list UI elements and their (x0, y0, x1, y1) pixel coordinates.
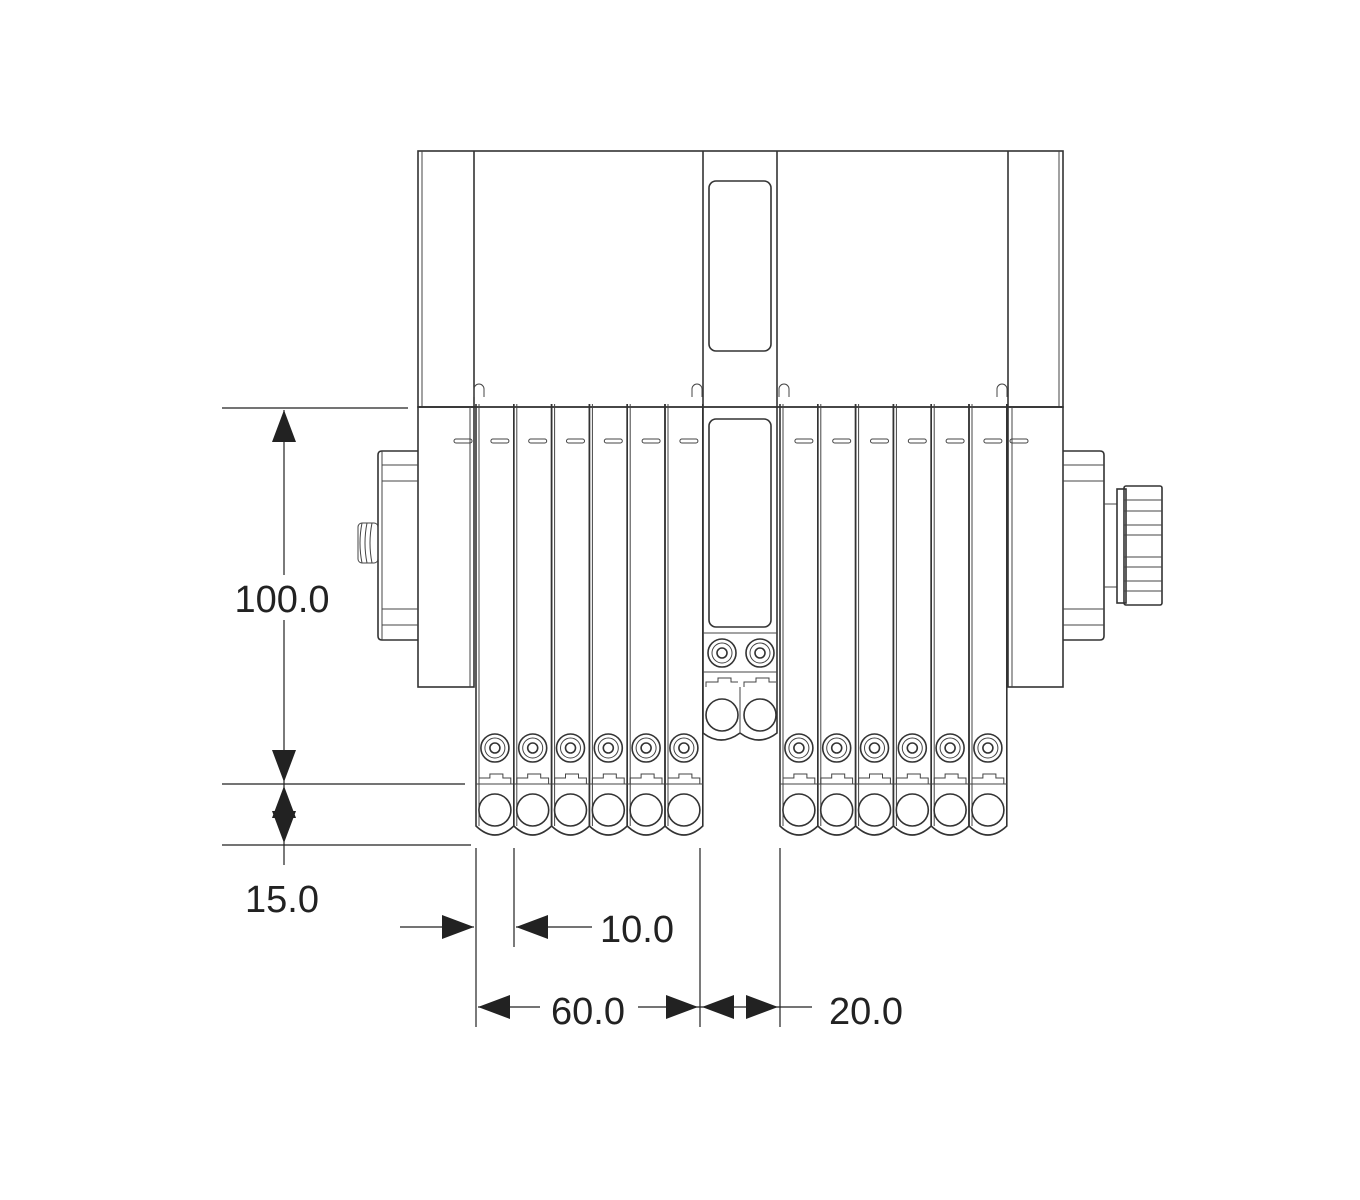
screw-icon (745, 638, 775, 668)
knob-icon (1116, 485, 1163, 606)
screw-icon (593, 733, 624, 763)
terminal-module (588, 404, 628, 836)
dimension-module-pitch: 10.0 (600, 909, 674, 951)
screw-icon (821, 733, 852, 763)
screw-icon (897, 733, 928, 763)
terminal-module (664, 404, 704, 836)
wire-port-icon (705, 698, 739, 732)
screw-icon (480, 733, 510, 763)
dimension-height-terminal: 15.0 (245, 879, 319, 921)
arrow-left-icon (702, 995, 734, 1019)
wire-port-icon (782, 793, 816, 827)
center-module (702, 407, 778, 741)
dimension-lines (222, 407, 812, 1027)
screw-icon (784, 733, 814, 763)
lower-window (708, 418, 772, 628)
arrow-down-icon (272, 811, 296, 843)
terminal-module (892, 404, 932, 836)
wire-port-icon (629, 793, 663, 827)
screw-icon (707, 638, 737, 668)
wire-port-icon (478, 793, 512, 827)
terminal-module (930, 404, 970, 836)
screw-icon (555, 733, 586, 763)
wire-port-icon (553, 793, 588, 827)
terminal-module (513, 404, 553, 836)
upper-window (708, 180, 772, 352)
terminal-module (968, 404, 1008, 836)
arrow-left-icon (478, 995, 510, 1019)
terminal-modules (475, 404, 1008, 836)
screw-icon (973, 733, 1003, 763)
terminal-module (854, 404, 895, 836)
arrow-right-icon (746, 995, 778, 1019)
arrow-right-icon (442, 915, 474, 939)
wire-port-icon (515, 793, 550, 827)
arrow-up-icon (272, 410, 296, 442)
thread-icon (357, 522, 379, 564)
screw-icon (859, 733, 890, 763)
terminal-module (550, 404, 591, 836)
left-connector (357, 450, 418, 641)
dimension-height-body: 100.0 (234, 579, 329, 621)
lower-body (417, 406, 1064, 688)
wire-port-icon (819, 793, 854, 827)
dimension-center-width: 20.0 (829, 991, 903, 1033)
screw-icon (935, 733, 965, 763)
wire-port-icon (667, 793, 701, 827)
terminal-module (475, 404, 515, 836)
arrow-right-icon (666, 995, 698, 1019)
arrow-left-icon (516, 915, 548, 939)
wire-port-icon (895, 793, 930, 827)
wire-port-icon (971, 793, 1005, 827)
wire-port-icon (857, 793, 892, 827)
screw-icon (631, 733, 661, 763)
arrow-down-icon (272, 750, 296, 782)
wire-port-icon (933, 793, 967, 827)
terminal-module (779, 404, 819, 836)
upper-housing (417, 150, 1064, 408)
dimension-group-width: 60.0 (551, 991, 625, 1033)
arrow-up-icon (272, 786, 296, 818)
wire-port-icon (591, 793, 626, 827)
screw-icon (669, 733, 699, 763)
terminal-module (817, 404, 857, 836)
right-connector (1063, 450, 1163, 641)
wire-port-icon (743, 698, 777, 732)
screw-icon (517, 733, 548, 763)
terminal-module (626, 404, 666, 836)
